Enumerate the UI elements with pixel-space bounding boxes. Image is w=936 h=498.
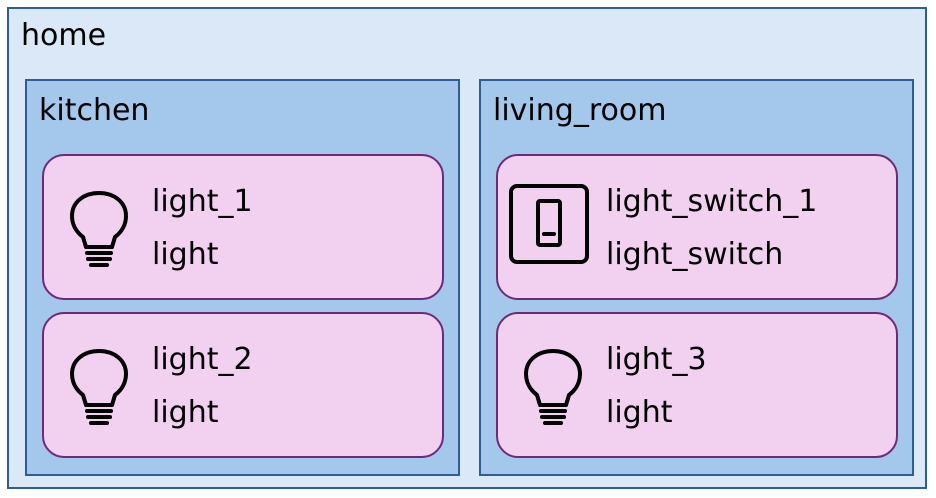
- room-kitchen: kitchen light_1 light light_2 light: [25, 79, 460, 476]
- device-type: light: [152, 395, 219, 430]
- room-living-room: living_room light_switch_1 light_switch …: [479, 79, 914, 476]
- lightbulb-icon: [70, 191, 128, 267]
- device-name: light_switch_1: [606, 184, 818, 219]
- device-type: light: [606, 395, 673, 430]
- lightbulb-icon: [524, 349, 582, 425]
- device-light-switch-1[interactable]: light_switch_1 light_switch: [496, 154, 898, 300]
- home-label: home: [21, 18, 107, 53]
- home-container: home kitchen light_1 light light_2 light: [7, 7, 927, 489]
- lightbulb-icon: [70, 349, 128, 425]
- device-type: light: [152, 237, 219, 272]
- room-label-living-room: living_room: [493, 93, 667, 128]
- light-switch-icon: [509, 184, 589, 264]
- device-type: light_switch: [606, 237, 784, 272]
- device-light-2[interactable]: light_2 light: [42, 312, 444, 458]
- device-name: light_1: [152, 184, 253, 219]
- room-label-kitchen: kitchen: [39, 93, 150, 128]
- device-light-1[interactable]: light_1 light: [42, 154, 444, 300]
- device-name: light_3: [606, 342, 707, 377]
- device-light-3[interactable]: light_3 light: [496, 312, 898, 458]
- device-name: light_2: [152, 342, 253, 377]
